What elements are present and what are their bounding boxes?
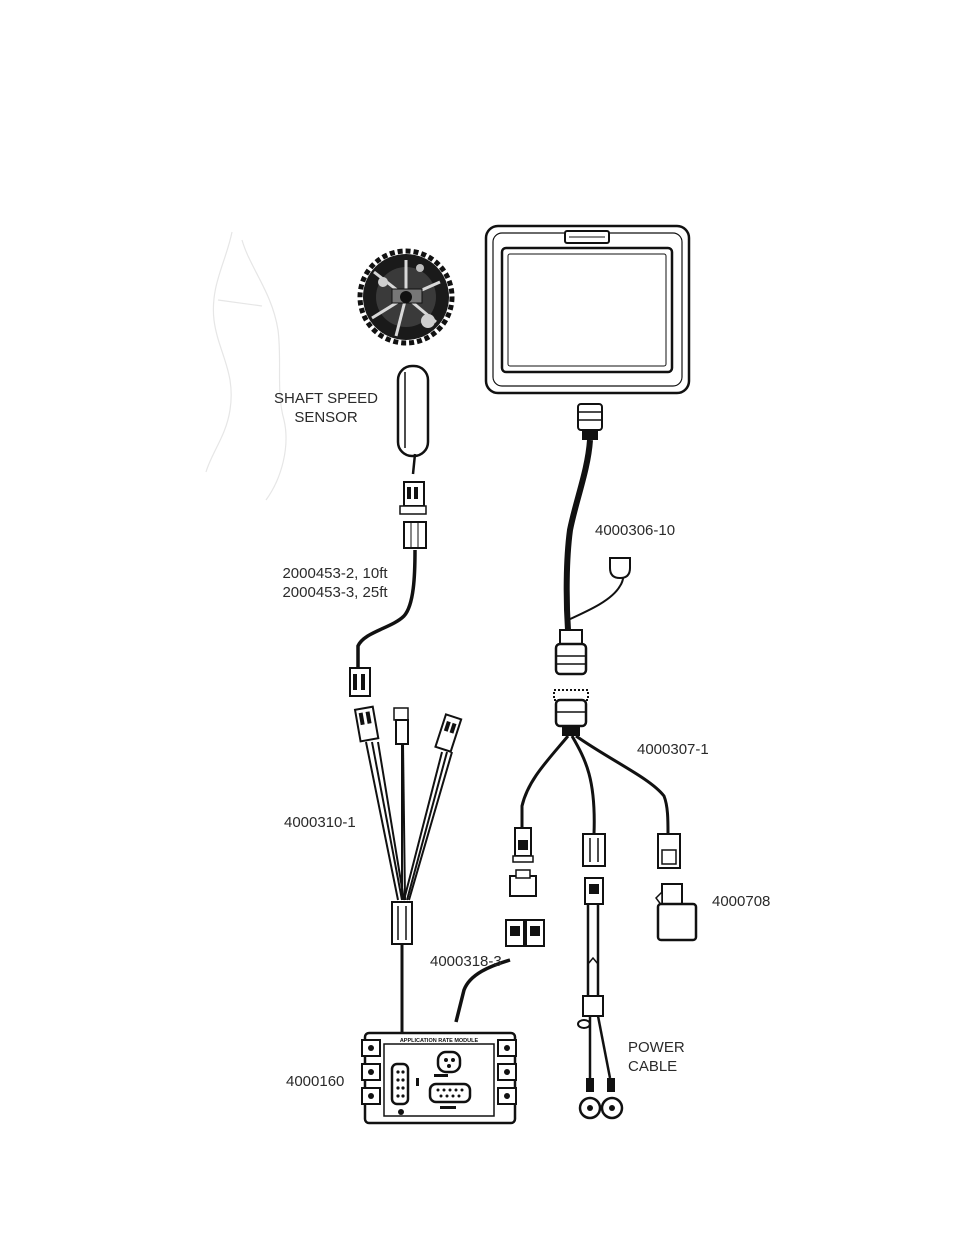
module-cable: [456, 870, 544, 1022]
label-shaft-speed-sensor: SHAFT SPEED SENSOR: [268, 389, 384, 427]
sensor-gear-icon: [360, 251, 452, 343]
label-shaft-speed-sensor-line2: SENSOR: [268, 408, 384, 427]
label-module-cable: 4000318-3: [430, 952, 502, 971]
label-sensor-harness: 4000310-1: [284, 813, 356, 832]
faint-background-sketch: [206, 232, 286, 500]
extension-cable-connector: [350, 668, 370, 696]
application-rate-module: APPLICATION RATE MODULE: [362, 1033, 516, 1123]
console-connector: [578, 404, 602, 440]
label-extension-cable: 2000453-2, 10ft 2000453-3, 25ft: [272, 564, 398, 602]
label-shaft-speed-sensor-line1: SHAFT SPEED: [268, 389, 384, 408]
power-cable: [578, 834, 622, 1118]
label-power-cable-line2: CABLE: [628, 1057, 685, 1076]
harness-plug-left: [513, 828, 533, 862]
label-power-cable-line1: POWER: [628, 1038, 685, 1057]
label-rate-module: 4000160: [286, 1072, 344, 1091]
display-console: [486, 226, 689, 393]
shaft-speed-sensor: [398, 366, 428, 474]
label-power-adapter: 4000708: [712, 892, 770, 911]
label-extension-cable-line2: 2000453-3, 25ft: [272, 583, 398, 602]
label-power-cable: POWER CABLE: [628, 1038, 685, 1076]
label-display-cable: 4000306-10: [595, 521, 675, 540]
label-extension-cable-line1: 2000453-2, 10ft: [272, 564, 398, 583]
display-cable-tap-connector: [610, 558, 630, 578]
power-adapter: [656, 834, 696, 940]
sensor-harness: [355, 707, 461, 1032]
label-power-harness: 4000307-1: [637, 740, 709, 759]
sensor-connector: [400, 482, 426, 548]
module-face-text: APPLICATION RATE MODULE: [400, 1038, 479, 1044]
round-connector-pair: [554, 630, 588, 736]
